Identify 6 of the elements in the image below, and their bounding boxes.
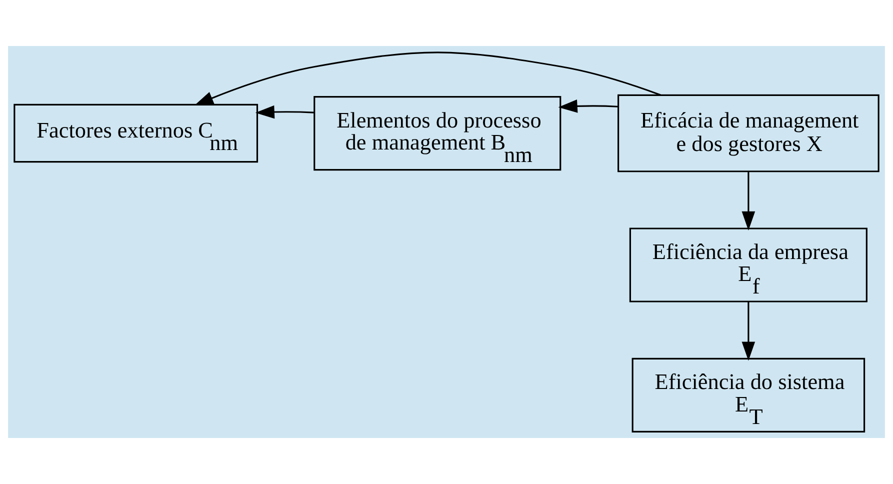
arrow — [255, 105, 314, 119]
arrow — [742, 302, 756, 361]
arrow — [558, 100, 618, 113]
node-box: Eficácia de management e dos gestores X — [618, 94, 880, 172]
arrow — [742, 172, 756, 230]
arrow — [194, 52, 661, 106]
